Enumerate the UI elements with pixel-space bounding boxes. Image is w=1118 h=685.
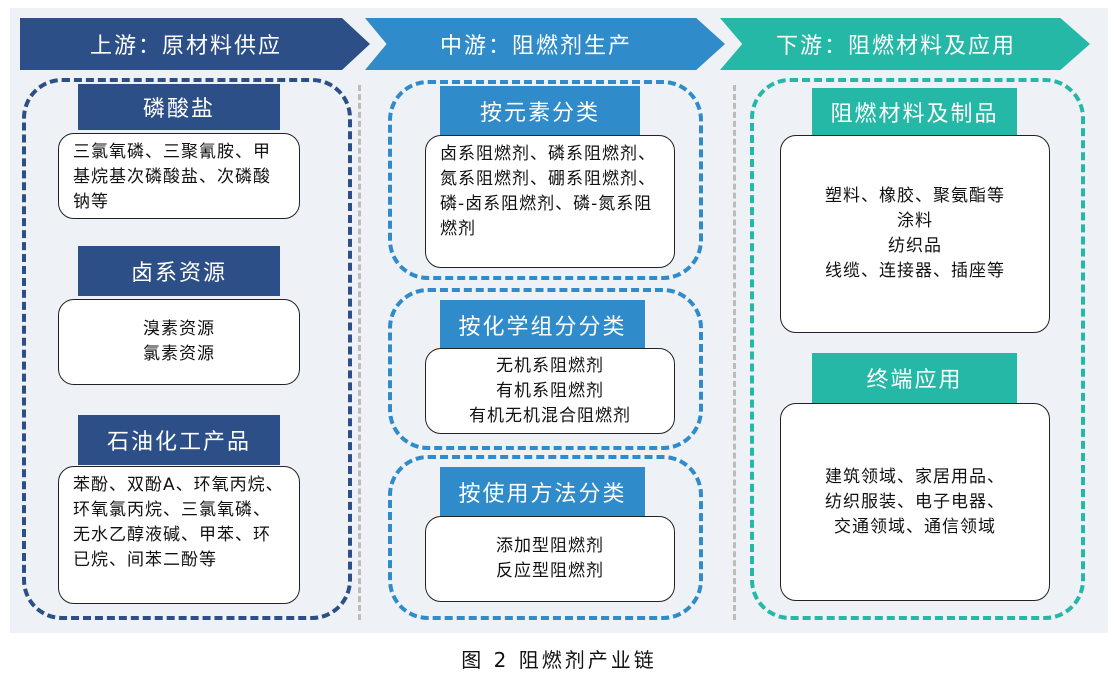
downstream-stage-arrow: 下游：阻燃材料及应用 — [720, 18, 1090, 70]
petrochemical-box: 苯酚、双酚A、环氧丙烷、环氧氯丙烷、三氯氧磷、无水乙醇液碱、甲苯、环已烷、间苯二… — [58, 466, 300, 604]
materials-box: 塑料、橡胶、聚氨酯等 涂料 纺织品 线缆、连接器、插座等 — [780, 135, 1050, 333]
halogen-header: 卤系资源 — [78, 246, 280, 296]
hybrid-text: 有机无机混合阻燃剂 — [469, 405, 631, 426]
column-divider-1 — [358, 85, 361, 620]
reactive-text: 反应型阻燃剂 — [496, 561, 604, 581]
by-chemical-header: 按化学组分分类 — [440, 300, 645, 350]
phosphate-header: 磷酸盐 — [78, 84, 280, 130]
additive-text: 添加型阻燃剂 — [496, 536, 604, 556]
by-method-group — [388, 455, 703, 620]
by-chemical-box: 无机系阻燃剂 有机系阻燃剂 有机无机混合阻燃剂 — [425, 348, 675, 434]
phosphate-box: 三氯氧磷、三聚氰胺、甲基烷基次磷酸盐、次磷酸钠等 — [58, 133, 300, 219]
by-element-header: 按元素分类 — [440, 86, 640, 136]
bromine-resource-text: 溴素资源 — [143, 319, 215, 339]
materials-header: 阻燃材料及制品 — [812, 88, 1017, 136]
petrochemical-header: 石油化工产品 — [78, 415, 280, 465]
textiles-text: 纺织品 — [888, 236, 942, 256]
by-element-group — [388, 80, 703, 280]
inorganic-text: 无机系阻燃剂 — [496, 355, 604, 376]
midstream-stage-arrow: 中游：阻燃剂生产 — [365, 18, 725, 70]
by-method-header: 按使用方法分类 — [440, 467, 645, 517]
terminal-line-3: 交通领域、通信领域 — [834, 516, 996, 537]
terminal-line-1: 建筑领域、家居用品、 — [825, 466, 1005, 487]
plastics-text: 塑料、橡胶、聚氨酯等 — [825, 186, 1005, 206]
column-divider-2 — [733, 85, 736, 620]
coatings-text: 涂料 — [897, 211, 933, 231]
terminal-line-2: 纺织服装、电子电器、 — [825, 491, 1005, 512]
cables-text: 线缆、连接器、插座等 — [825, 261, 1005, 281]
terminal-header: 终端应用 — [812, 353, 1017, 403]
by-method-box: 添加型阻燃剂 反应型阻燃剂 — [425, 516, 675, 602]
by-chemical-group — [388, 288, 703, 450]
halogen-box: 溴素资源 氯素资源 — [58, 299, 300, 385]
by-element-box: 卤系阻燃剂、磷系阻燃剂、氮系阻燃剂、硼系阻燃剂、磷-卤系阻燃剂、磷-氮系阻燃剂 — [425, 135, 675, 268]
chlorine-resource-text: 氯素资源 — [143, 344, 215, 364]
upstream-stage-arrow: 上游：原材料供应 — [20, 18, 370, 70]
figure-caption: 图 2 阻燃剂产业链 — [461, 648, 657, 672]
organic-text: 有机系阻燃剂 — [496, 380, 604, 401]
downstream-group — [750, 78, 1085, 620]
terminal-box: 建筑领域、家居用品、 纺织服装、电子电器、 交通领域、通信领域 — [780, 403, 1050, 601]
upstream-group — [22, 78, 352, 620]
